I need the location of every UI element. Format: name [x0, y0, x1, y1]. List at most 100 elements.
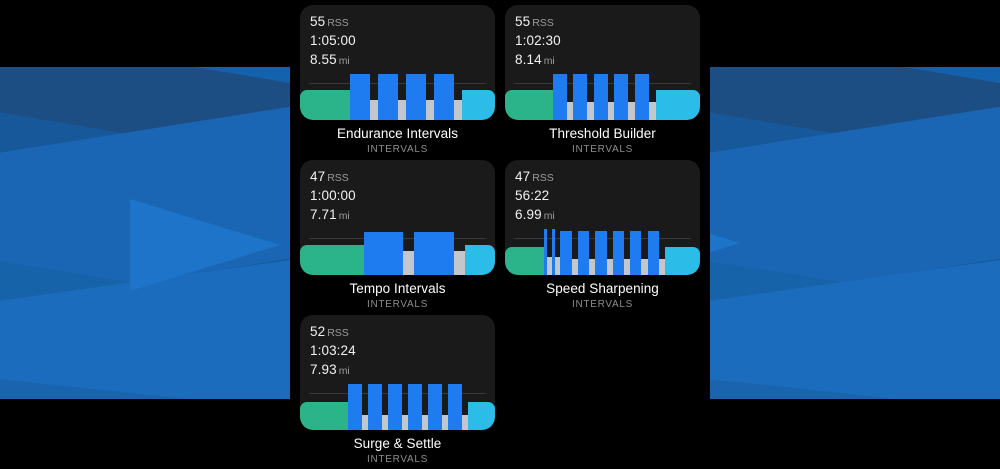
stat-duration: 56:22 — [515, 188, 550, 204]
distance-value: 8.55 — [310, 51, 337, 67]
profile-segment-rest — [589, 259, 596, 275]
workout-category-label: INTERVALS — [367, 299, 428, 310]
workout-title[interactable]: Threshold Builder — [549, 126, 656, 141]
profile-segment-work — [647, 231, 659, 275]
profile-segment-work — [595, 231, 607, 275]
profile-segment-work — [363, 232, 404, 275]
profile-bars — [505, 74, 700, 120]
interval-profile-chart — [300, 74, 495, 120]
interval-profile-chart — [300, 384, 495, 430]
stat-duration: 1:00:00 — [310, 188, 356, 204]
rss-unit: RSS — [327, 327, 349, 339]
interval-profile-chart — [300, 229, 495, 275]
profile-segment-rest — [403, 251, 415, 275]
profile-segment-work — [577, 231, 590, 275]
profile-bars — [300, 229, 495, 275]
interval-profile-chart — [505, 229, 700, 275]
profile-segment-work — [630, 231, 642, 275]
rss-value: 55 — [515, 14, 531, 29]
profile-segment-rest — [454, 251, 465, 275]
profile-segment-work — [414, 232, 455, 275]
profile-segment-rest — [422, 415, 428, 430]
profile-segment-rest — [658, 259, 666, 275]
workout-title[interactable]: Surge & Settle — [353, 436, 442, 451]
distance-value: 7.93 — [310, 361, 337, 377]
wallpaper-wedge — [130, 199, 280, 291]
profile-segment-work — [388, 384, 402, 430]
profile-segment-rest — [453, 100, 462, 120]
profile-segment-work — [448, 384, 462, 430]
profile-segment-rest — [425, 100, 434, 120]
profile-segment-rest — [442, 415, 448, 430]
profile-segment-cooldown — [468, 402, 495, 430]
workout-title[interactable]: Endurance Intervals — [336, 126, 459, 141]
profile-segment-rest — [547, 257, 553, 275]
wallpaper-wedge — [710, 197, 740, 289]
profile-segment-work — [433, 74, 454, 120]
profile-segment-rest — [362, 415, 368, 430]
profile-bars — [300, 384, 495, 430]
workout-title[interactable]: Speed Sharpening — [546, 281, 659, 296]
wallpaper-right — [710, 67, 1000, 399]
rss-unit: RSS — [532, 172, 554, 184]
rss-value: 47 — [310, 169, 326, 184]
stat-duration: 1:02:30 — [515, 33, 561, 49]
distance-unit: mi — [338, 364, 350, 377]
profile-segment-work — [408, 384, 422, 430]
profile-bars — [505, 229, 700, 275]
workout-category-label: INTERVALS — [572, 299, 633, 310]
distance-value: 7.71 — [310, 206, 337, 222]
profile-segment-work — [552, 74, 567, 120]
profile-segment-rest — [398, 100, 406, 120]
profile-bars — [300, 74, 495, 120]
rss-value: 47 — [515, 169, 531, 184]
profile-segment-work — [614, 74, 629, 120]
profile-segment-rest — [566, 102, 574, 120]
profile-segment-cooldown — [665, 247, 700, 275]
rss-unit: RSS — [327, 172, 349, 184]
workout-title[interactable]: Tempo Intervals — [349, 281, 446, 296]
distance-unit: mi — [543, 54, 555, 67]
profile-segment-rest — [370, 100, 378, 120]
profile-segment-warmup — [505, 90, 553, 120]
profile-segment-rest — [606, 259, 613, 275]
profile-segment-rest — [462, 415, 468, 430]
rss-value: 55 — [310, 14, 326, 29]
profile-segment-rest — [607, 102, 615, 120]
profile-segment-work — [544, 229, 548, 275]
profile-segment-rest — [555, 257, 561, 275]
profile-segment-work — [560, 231, 572, 275]
stat-duration: 1:03:24 — [310, 343, 356, 359]
profile-segment-work — [428, 384, 442, 430]
wallpaper-left — [0, 67, 290, 399]
interval-profile-chart — [505, 74, 700, 120]
profile-segment-rest — [382, 415, 388, 430]
workout-category-label: INTERVALS — [367, 454, 428, 465]
profile-segment-work — [350, 74, 371, 120]
profile-segment-work — [573, 74, 588, 120]
